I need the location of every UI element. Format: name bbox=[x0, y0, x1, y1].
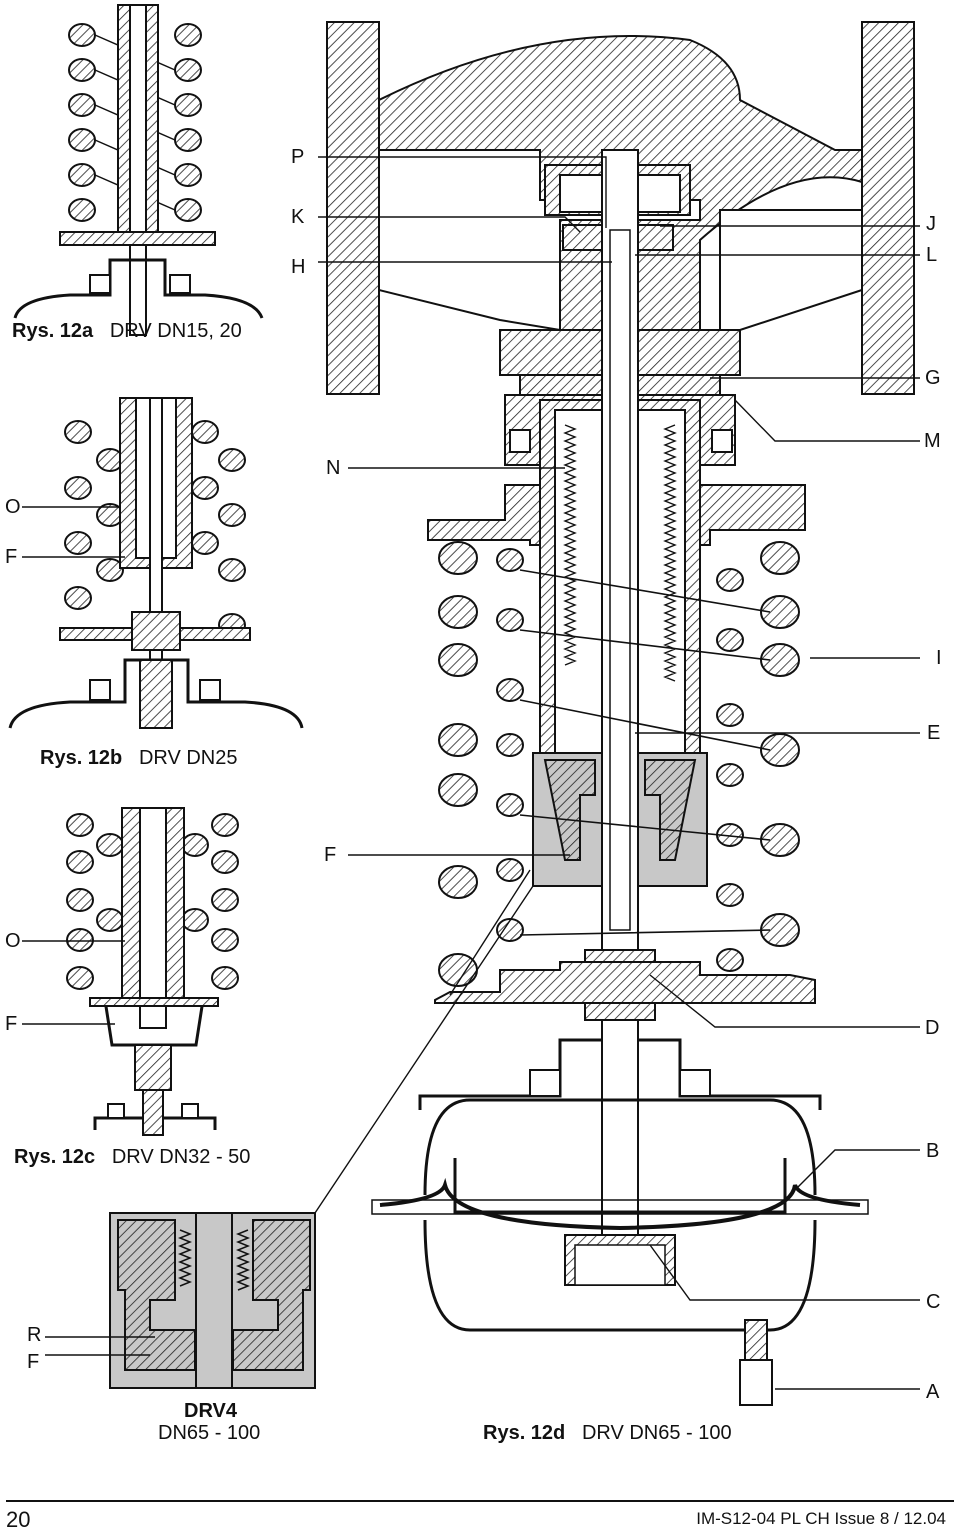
caption-fig-12b-number: Rys. 12b bbox=[40, 747, 123, 769]
document-id: IM-S12-04 PL CH Issue 8 / 12.04 bbox=[696, 1509, 946, 1528]
caption-fig-12a-text: DRV DN15, 20 bbox=[109, 320, 242, 342]
label-b: B bbox=[926, 1140, 940, 1162]
label-o-12b: O bbox=[5, 496, 21, 518]
label-p: P bbox=[291, 146, 305, 168]
label-n: N bbox=[326, 457, 341, 479]
label-i: I bbox=[936, 647, 942, 669]
caption-fig-12d: Rys. 12d DRV DN65 - 100 bbox=[483, 1422, 732, 1444]
caption-fig-12a: Rys. 12a DRV DN15, 20 bbox=[12, 320, 242, 342]
label-h: H bbox=[291, 256, 306, 278]
caption-drv4-title: DRV4 bbox=[184, 1400, 237, 1422]
caption-fig-12c-text: DRV DN32 - 50 bbox=[111, 1146, 251, 1168]
drv4-inset bbox=[109, 1212, 316, 1389]
label-g: G bbox=[925, 367, 941, 389]
caption-fig-12c: Rys. 12c DRV DN32 - 50 bbox=[14, 1146, 250, 1168]
actuator-housing bbox=[371, 1098, 869, 1406]
label-e: E bbox=[927, 722, 941, 744]
label-f-drv4: F bbox=[27, 1351, 40, 1373]
label-r: R bbox=[27, 1324, 42, 1346]
figure-12d bbox=[326, 21, 915, 1406]
caption-fig-12a-number: Rys. 12a bbox=[12, 320, 94, 342]
caption-fig-12b-text: DRV DN25 bbox=[138, 747, 238, 769]
caption-fig-12d-text: DRV DN65 - 100 bbox=[581, 1422, 732, 1444]
label-j: J bbox=[926, 213, 936, 235]
label-k: K bbox=[291, 206, 305, 228]
label-m: M bbox=[924, 430, 941, 452]
figure-12b bbox=[8, 397, 304, 729]
figure-12a bbox=[13, 4, 264, 336]
page-number: 20 bbox=[6, 1507, 31, 1532]
label-f-12d: F bbox=[324, 844, 337, 866]
label-c: C bbox=[926, 1291, 941, 1313]
label-d: D bbox=[925, 1017, 940, 1039]
label-o-12c: O bbox=[5, 930, 21, 952]
footer-rule bbox=[6, 1500, 954, 1502]
label-f-12c: F bbox=[5, 1013, 18, 1035]
label-f-12b: F bbox=[5, 546, 18, 568]
label-l: L bbox=[926, 244, 938, 266]
caption-drv4-text: DN65 - 100 bbox=[158, 1422, 261, 1444]
caption-fig-12d-number: Rys. 12d bbox=[483, 1422, 566, 1444]
caption-fig-12b: Rys. 12b DRV DN25 bbox=[40, 747, 238, 769]
main-spring bbox=[438, 541, 800, 987]
caption-drv4-title-text: DRV4 bbox=[184, 1400, 237, 1422]
caption-fig-12c-number: Rys. 12c bbox=[14, 1146, 96, 1168]
label-a: A bbox=[926, 1381, 940, 1403]
leader-lines bbox=[22, 156, 920, 1390]
figure-12c bbox=[66, 807, 239, 1136]
